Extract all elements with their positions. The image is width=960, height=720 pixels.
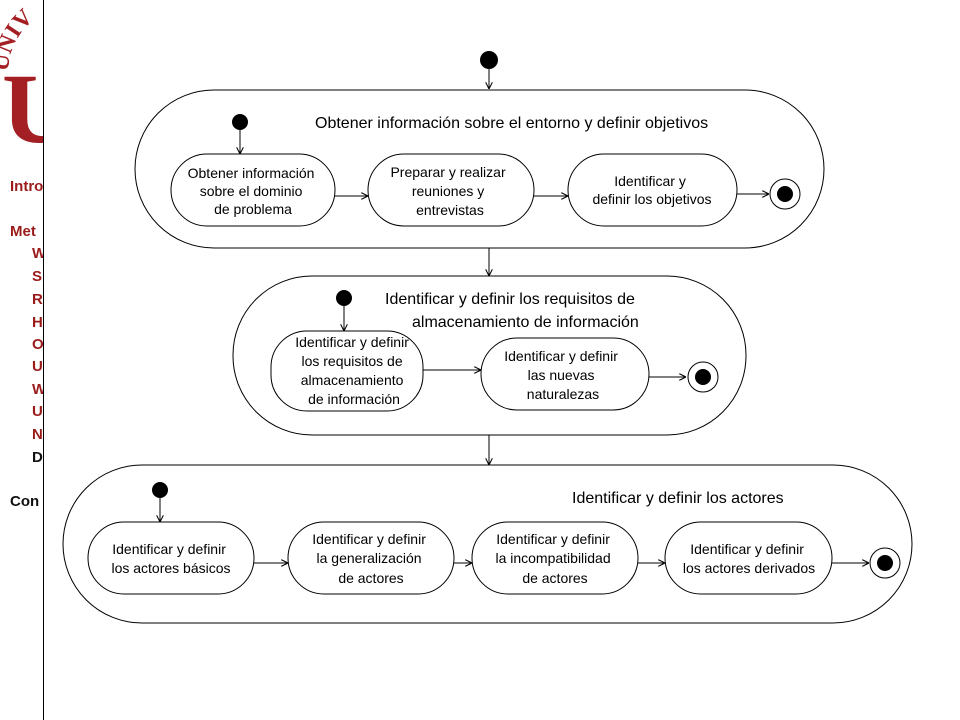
sidebar-subitem-w[interactable]: W: [32, 245, 44, 262]
sidebar-subitem-u2[interactable]: U: [32, 403, 43, 420]
sidebar-subitem-d-current[interactable]: D: [32, 449, 43, 466]
group-title: Obtener información sobre el entorno y d…: [315, 115, 708, 132]
group-actores: Identificar y definir los actores Identi…: [62, 464, 913, 624]
activity-label: Identificar y definir la incompatibilida…: [495, 531, 614, 586]
activity-label: Identificar y definir la generalización …: [312, 531, 430, 586]
activity-label: Preparar y realizar reuniones y entrevis…: [390, 164, 509, 218]
sidebar-subitem-h[interactable]: H: [32, 314, 43, 331]
activity-label: Identificar y definir los requisitos de …: [295, 334, 413, 407]
activity-actores-basicos: [87, 521, 255, 595]
group-title: Identificar y definir los actores: [572, 490, 784, 507]
start-node: [480, 51, 498, 69]
group-requisitos-almacenamiento: Identificar y definir los requisitos de …: [232, 275, 747, 436]
sidebar-subitem-o[interactable]: O: [32, 336, 44, 353]
sidebar-subitem-r[interactable]: R: [32, 291, 43, 308]
initial-node: [152, 482, 168, 498]
activity-label: Identificar y definir los actores deriva…: [683, 541, 815, 576]
sidebar-subitem-n[interactable]: N: [32, 426, 43, 443]
activity-nuevas-naturalezas: [480, 337, 650, 411]
sidebar-subitem-w2[interactable]: W: [32, 381, 44, 398]
activity-actores-derivados: [664, 521, 833, 595]
activity-label: Obtener información sobre el dominio de …: [188, 165, 319, 217]
final-node-core: [695, 369, 711, 385]
slide-content: Obtener información sobre el entorno y d…: [43, 0, 960, 720]
activity-label: Identificar y definir los actores básico…: [111, 541, 230, 576]
logo-letter: U: [2, 53, 44, 150]
sidebar-subitem-s[interactable]: S: [32, 268, 43, 285]
activity-generalizacion-actores: [287, 521, 455, 595]
activity-label: Identificar y definir los objetivos: [592, 173, 711, 207]
activity-diagram: Obtener información sobre el entorno y d…: [62, 51, 913, 624]
group-title: Identificar y definir los requisitos de …: [385, 291, 639, 331]
sidebar-subitem-u[interactable]: U: [32, 358, 43, 375]
activity-preparar-reuniones: [367, 153, 535, 227]
university-logo: UNIV U: [0, 4, 44, 150]
group-obtener-informacion: Obtener información sobre el entorno y d…: [134, 89, 825, 249]
activity-incompatibilidad-actores: [471, 521, 639, 595]
sidebar-item-intro[interactable]: Intro: [10, 178, 44, 195]
final-node-core: [777, 186, 793, 202]
initial-node: [336, 290, 352, 306]
sidebar-item-met[interactable]: Met: [10, 223, 36, 240]
sidebar-item-con[interactable]: Con: [10, 493, 40, 510]
activity-requisitos-almacenamiento: [270, 330, 424, 412]
initial-node: [232, 114, 248, 130]
final-node-core: [877, 555, 893, 571]
sidebar: UNIV U Intro Met W S R H O U W U N D Con: [0, 0, 44, 720]
activity-definir-objetivos: [567, 153, 738, 227]
activity-obtener-informacion: [170, 153, 336, 227]
activity-label: Identificar y definir las nuevas natural…: [504, 348, 622, 402]
